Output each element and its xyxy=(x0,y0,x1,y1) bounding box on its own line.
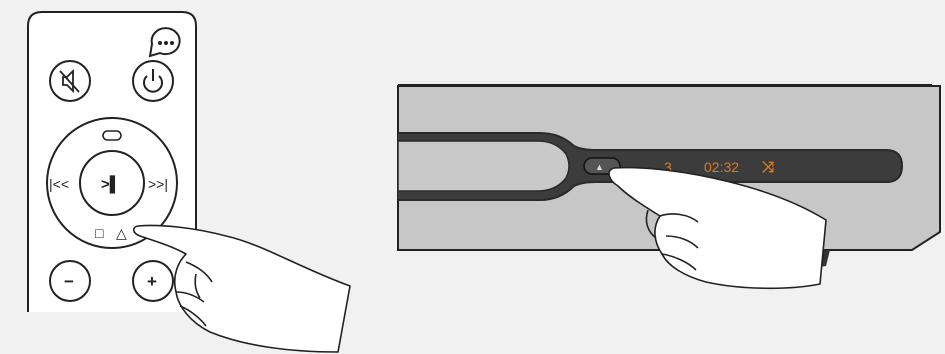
volume-up-label: + xyxy=(147,272,157,291)
mute-button[interactable] xyxy=(49,60,91,102)
hand-player xyxy=(608,166,827,290)
disc-slot-inner xyxy=(397,140,570,192)
play-pause-button[interactable]: >▌ xyxy=(79,150,145,216)
remote-control: |<< >>| >▌ □ △ − + xyxy=(27,11,197,312)
repeat-icon[interactable] xyxy=(102,130,122,141)
mute-icon xyxy=(59,68,80,94)
volume-up-button[interactable]: + xyxy=(132,260,174,302)
next-button[interactable]: >>| xyxy=(148,176,168,192)
play-pause-label: >▌ xyxy=(101,175,120,194)
stop-icon[interactable]: □ xyxy=(95,225,104,241)
elapsed-time: 02:32 xyxy=(704,159,739,175)
chat-icon[interactable] xyxy=(148,27,181,58)
hand-remote xyxy=(132,224,351,353)
eject-icon[interactable]: △ xyxy=(116,225,127,241)
shuffle-icon: ⤨ xyxy=(762,159,774,176)
volume-down-label: − xyxy=(64,272,74,291)
power-button[interactable] xyxy=(132,60,174,102)
track-number: 3 xyxy=(664,159,672,175)
eject-icon: ▲ xyxy=(595,162,604,172)
power-icon xyxy=(143,69,163,93)
prev-button[interactable]: |<< xyxy=(49,176,69,192)
volume-down-button[interactable]: − xyxy=(49,260,91,302)
